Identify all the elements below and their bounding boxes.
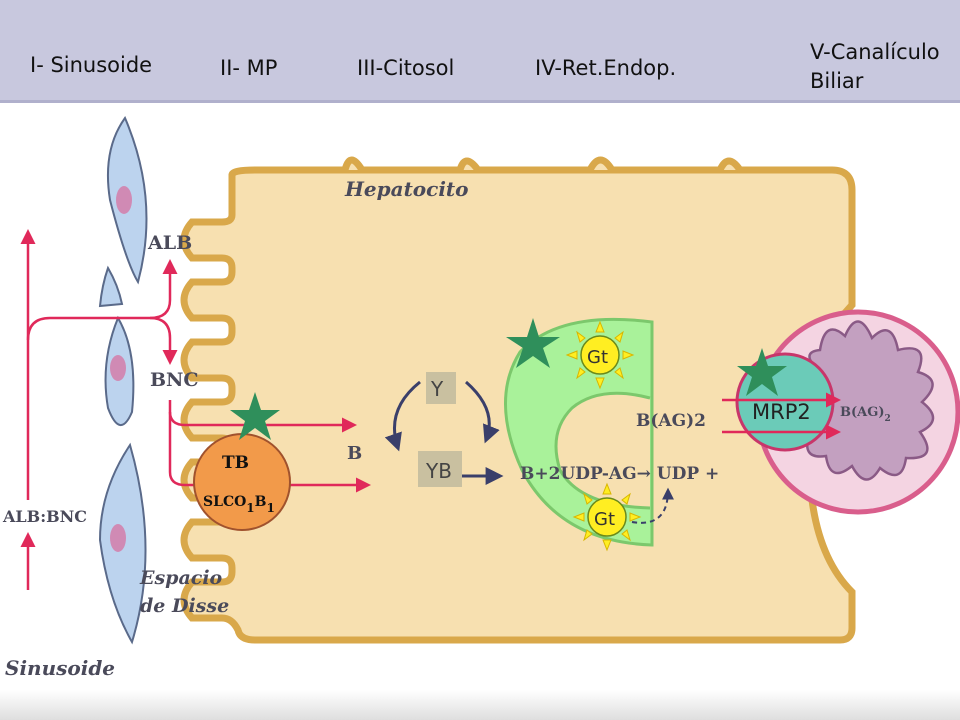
bilirubin-diagram: MRP2 Gt Gt B(A xyxy=(0,115,960,720)
bnc-label: BNC xyxy=(150,369,199,391)
bottom-band xyxy=(0,690,960,720)
espacio-label-2: de Disse xyxy=(140,595,229,617)
reaction-label: B+2UDP-AG→ UDP + xyxy=(520,464,719,484)
b-ag-canal-label: B(AG)2 xyxy=(840,405,891,424)
tb-label: TB xyxy=(222,453,249,473)
slco-transporter xyxy=(193,433,291,531)
alb-bnc-label: ALB:BNC xyxy=(2,507,87,526)
y-label: Y xyxy=(430,377,444,401)
yb-box xyxy=(418,451,462,487)
header-sinusoide: I- Sinusoide xyxy=(30,53,153,77)
dashed-feedback-arrow xyxy=(631,487,674,524)
header-bar: I- Sinusoide II- MP III-Citosol IV-Ret.E… xyxy=(0,0,960,103)
y-box xyxy=(426,372,456,404)
alb-label: ALB xyxy=(147,232,192,254)
b-ag2-er-label: B(AG)2 xyxy=(636,411,706,431)
b-label: B xyxy=(347,443,362,464)
sinusoid-arrows xyxy=(20,229,841,590)
hepatocito-label: Hepatocito xyxy=(344,177,469,201)
gt-top-label: Gt xyxy=(587,347,608,368)
star-icon-mrp2 xyxy=(737,348,787,396)
endoplasmic-reticulum xyxy=(504,317,654,547)
cycle-arrow-left xyxy=(384,380,421,452)
header-citosol: III-Citosol xyxy=(357,56,455,80)
nucleus-4 xyxy=(110,524,126,552)
espacio-label-1: Espacio xyxy=(139,567,223,589)
slco-label: SLCO1B1 xyxy=(203,494,275,515)
header-ret-endop: IV-Ret.Endop. xyxy=(535,56,677,80)
mrp2-label: MRP2 xyxy=(752,400,811,424)
sinusoide-label: Sinusoide xyxy=(5,656,115,680)
gt-enzyme-top: Gt xyxy=(565,320,635,390)
cycle-arrow-right xyxy=(465,380,500,444)
star-icon-membrane xyxy=(230,392,280,440)
yb-label: YB xyxy=(425,459,452,483)
star-icon-er xyxy=(506,318,560,368)
nucleus-1 xyxy=(116,186,132,214)
gt-enzyme-bottom: Gt xyxy=(572,482,642,552)
header-canaliculo: V-Canalículo xyxy=(810,40,940,64)
endothelial-cell-2 xyxy=(98,265,124,308)
gt-bottom-label: Gt xyxy=(594,509,615,530)
header-mp: II- MP xyxy=(220,56,278,80)
nucleus-3 xyxy=(110,355,126,381)
header-biliar: Biliar xyxy=(810,69,864,93)
cell-top-villi xyxy=(341,156,743,173)
